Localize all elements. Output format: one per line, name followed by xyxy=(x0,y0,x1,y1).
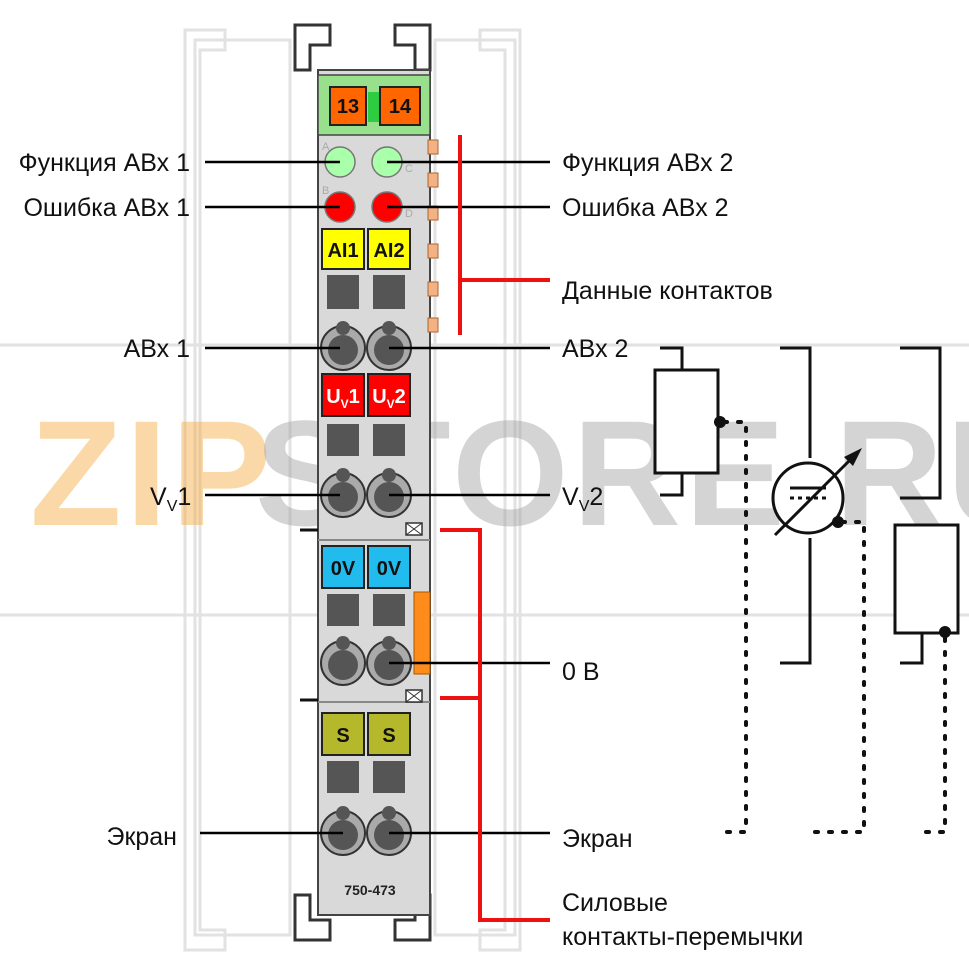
resistor-symbol xyxy=(893,346,960,665)
led-marker-c: C xyxy=(405,163,413,175)
terminal-0v-1[interactable] xyxy=(320,636,366,686)
label-power-contacts-1: Силовые xyxy=(562,889,668,917)
label-vv2: VV2 xyxy=(562,483,603,515)
tag-uv1: UV1 xyxy=(321,373,365,417)
power-jumper-contacts xyxy=(405,522,431,703)
background-rails xyxy=(0,28,969,952)
labels: Функция АВх 1 Функция АВх 2 Ошибка АВх 1… xyxy=(19,149,804,951)
label-0v: 0 В xyxy=(562,658,600,686)
led-marker-a: A xyxy=(322,141,330,153)
svg-text:S: S xyxy=(336,725,349,747)
terminal-vv1[interactable] xyxy=(320,468,366,518)
rail-clip-top xyxy=(293,23,432,72)
label-abx2: АВх 2 xyxy=(562,335,628,363)
watermark-zip: ZIP xyxy=(30,389,275,557)
label-abx1: АВх 1 xyxy=(124,335,190,363)
top-tag-13: 13 xyxy=(329,86,367,126)
release-slot[interactable] xyxy=(327,424,359,456)
terminal-abx1[interactable] xyxy=(320,321,366,371)
tag-uv2: UV2 xyxy=(367,373,411,417)
top-tag-14: 14 xyxy=(379,86,421,126)
module-model: 750-473 xyxy=(344,882,396,898)
label-function-1: Функция АВх 1 xyxy=(19,149,190,177)
svg-text:UV1: UV1 xyxy=(326,386,360,411)
svg-text:AI1: AI1 xyxy=(327,240,358,262)
svg-text:0V: 0V xyxy=(331,558,356,580)
tag-0v-2: 0V xyxy=(367,545,411,589)
svg-text:AI2: AI2 xyxy=(373,240,404,262)
svg-text:13: 13 xyxy=(337,96,359,118)
svg-text:S: S xyxy=(382,725,395,747)
release-slot[interactable] xyxy=(327,594,359,626)
label-screen-left: Экран xyxy=(106,823,177,851)
release-slot[interactable] xyxy=(373,424,405,456)
terminal-0v-2[interactable] xyxy=(366,636,412,686)
release-slot[interactable] xyxy=(373,275,405,309)
variable-current-source-symbol xyxy=(771,346,862,665)
tag-ai2: AI2 xyxy=(367,228,411,270)
svg-text:14: 14 xyxy=(389,96,412,118)
svg-text:UV2: UV2 xyxy=(372,386,406,411)
led-marker-b: B xyxy=(322,185,329,197)
release-slot[interactable] xyxy=(327,275,359,309)
schematic xyxy=(653,346,960,665)
release-slot[interactable] xyxy=(373,761,405,793)
label-error-2: Ошибка АВх 2 xyxy=(562,194,729,222)
label-power-contacts-2: контакты-перемычки xyxy=(562,923,803,951)
led-marker-d: D xyxy=(405,208,413,220)
label-screen-right: Экран xyxy=(562,825,633,853)
potentiometer-symbol xyxy=(653,346,726,497)
tag-0v-1: 0V xyxy=(321,545,365,589)
svg-text:0V: 0V xyxy=(377,558,402,580)
tag-s-1: S xyxy=(321,712,365,756)
leader-lines xyxy=(200,160,550,835)
release-slot[interactable] xyxy=(373,594,405,626)
tag-ai1: AI1 xyxy=(321,228,365,270)
dotted-wiring xyxy=(719,420,947,834)
label-function-2: Функция АВх 2 xyxy=(562,149,733,177)
label-error-1: Ошибка АВх 1 xyxy=(23,194,190,222)
label-data-contacts: Данные контактов xyxy=(562,277,773,305)
label-vv1: VV1 xyxy=(150,483,191,515)
data-contacts xyxy=(427,139,439,333)
tag-s-2: S xyxy=(367,712,411,756)
module: 13 14 A C B D AI1 AI2 xyxy=(300,69,439,916)
release-slot[interactable] xyxy=(327,761,359,793)
red-brackets xyxy=(440,135,550,922)
